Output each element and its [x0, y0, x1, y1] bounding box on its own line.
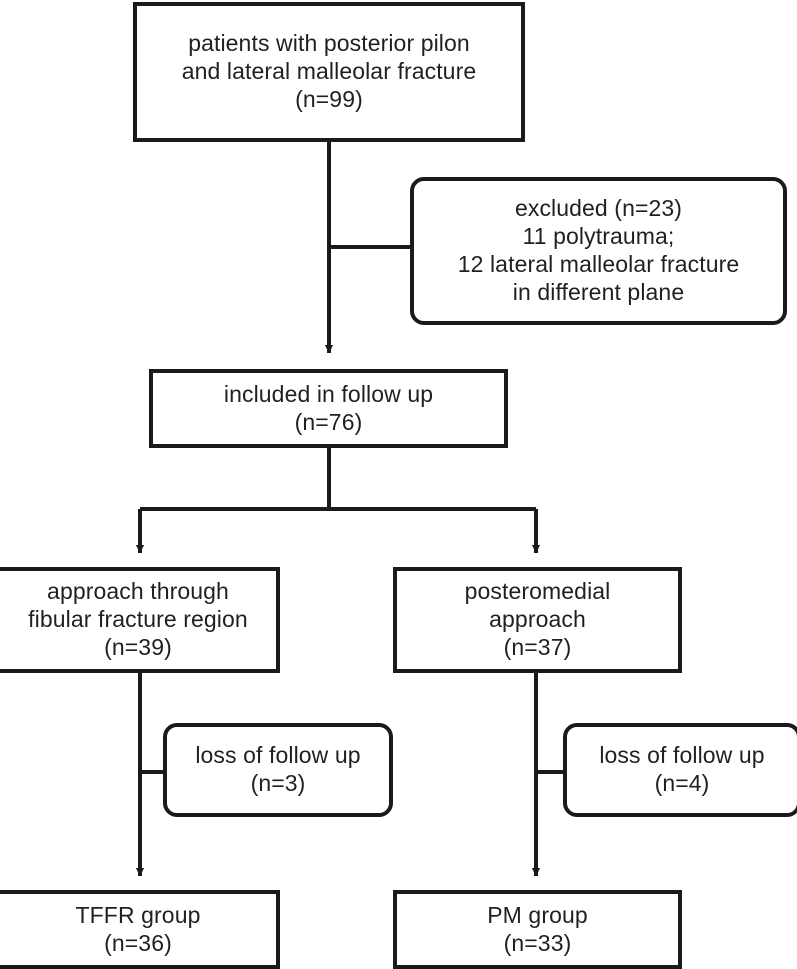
- node-pm-arm-count: (n=37): [503, 633, 572, 660]
- node-enrolled-line1: patients with posterior pilon: [188, 30, 470, 57]
- node-pm-arm-line1: posteromedial: [464, 578, 611, 605]
- node-tffr-arm-line2: fibular fracture region: [28, 606, 248, 633]
- node-enrolled-line2: and lateral malleolar fracture: [181, 58, 477, 85]
- node-excluded-line2: 11 polytrauma;: [522, 223, 675, 250]
- node-loss-right-count: (n=4): [654, 770, 710, 796]
- node-loss-of-follow-up-pm: loss of follow up (n=4): [563, 723, 797, 817]
- node-included-count: (n=76): [294, 408, 363, 435]
- node-tffr-group-line1: TFFR group: [75, 901, 201, 928]
- node-posteromedial-approach-arm: posteromedial approach (n=37): [393, 567, 682, 673]
- node-included-line1: included in follow up: [223, 380, 434, 407]
- node-excluded-line3: 12 lateral malleolar fracture: [457, 251, 740, 277]
- node-tffr-group: TFFR group (n=36): [0, 890, 280, 969]
- node-tffr-arm-line1: approach through: [47, 578, 229, 605]
- node-included-in-follow-up: included in follow up (n=76): [149, 369, 508, 448]
- node-loss-left-count: (n=3): [250, 770, 306, 796]
- node-loss-left-line1: loss of follow up: [195, 742, 361, 769]
- node-pm-group: PM group (n=33): [393, 890, 682, 969]
- node-excluded-line1: excluded (n=23): [514, 195, 683, 222]
- node-excluded-line4: in different plane: [512, 278, 685, 305]
- node-loss-of-follow-up-tffr: loss of follow up (n=3): [163, 723, 393, 817]
- node-tffr-group-count: (n=36): [104, 929, 172, 956]
- node-enrolled-patients: patients with posterior pilon and latera…: [133, 2, 525, 142]
- node-enrolled-count: (n=99): [295, 85, 363, 112]
- node-tffr-approach-arm: approach through fibular fracture region…: [0, 567, 280, 673]
- node-excluded: excluded (n=23) 11 polytrauma; 12 latera…: [410, 177, 787, 325]
- node-loss-right-line1: loss of follow up: [599, 742, 765, 769]
- node-tffr-arm-count: (n=39): [104, 633, 172, 660]
- node-pm-arm-line2: approach: [489, 606, 586, 633]
- node-pm-group-count: (n=33): [503, 929, 572, 956]
- node-pm-group-line1: PM group: [487, 901, 588, 928]
